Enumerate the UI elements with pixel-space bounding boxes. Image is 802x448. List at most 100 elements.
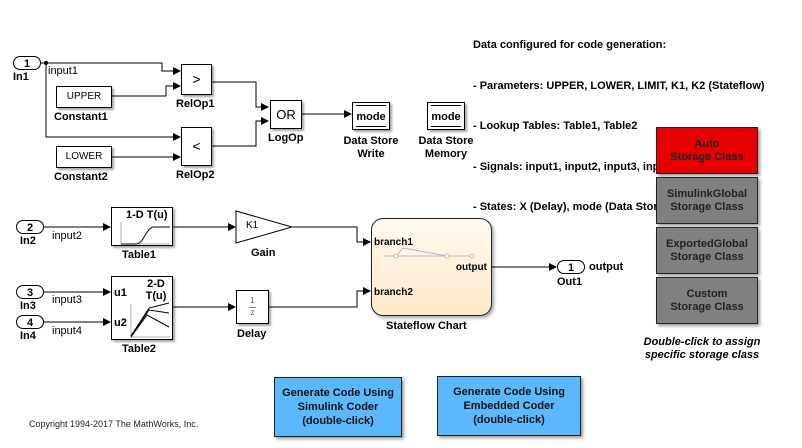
dsw-label-line2: Write (357, 148, 385, 160)
table1-block[interactable]: 1-D T(u) (111, 207, 173, 246)
delay-denominator: z (250, 308, 255, 317)
inport-in4-label: In4 (20, 330, 36, 342)
constant2-block[interactable]: LOWER (56, 146, 112, 168)
stateflow-diagram-icon (384, 247, 475, 259)
hint-line1: Double-click to assign (643, 336, 761, 348)
sc-line2: Storage Class (670, 300, 744, 313)
outport-out1[interactable]: 1 (557, 260, 585, 274)
signal-output-label: output (589, 261, 624, 273)
sc-line2: Storage Class (670, 200, 744, 213)
chart-port-branch2: branch2 (374, 287, 413, 298)
constant2-label: Constant2 (54, 171, 108, 183)
gen-line2: Simulink Coder (297, 401, 379, 413)
delay-label: Delay (237, 328, 267, 340)
wire-relop1-logop (212, 81, 269, 111)
datastore-write-block[interactable]: mode (352, 102, 390, 130)
gain-label: Gain (251, 247, 276, 259)
sc-line2: Storage Class (670, 250, 744, 263)
table2-title-line2: T(u) (145, 290, 167, 302)
delay-numerator: 1 (250, 296, 255, 305)
table2-title-line1: 2-D (147, 278, 165, 290)
copyright-text: Copyright 1994-2017 The MathWorks, Inc. (29, 419, 199, 429)
storage-class-simulinkglobal-button[interactable]: SimulinkGlobal Storage Class (656, 177, 758, 224)
inport-in3-label: In3 (20, 300, 36, 312)
storage-class-hint: Double-click to assign specific storage … (622, 336, 782, 362)
signal-input3-label: input3 (52, 294, 82, 306)
inport-in2-label: In2 (20, 235, 36, 247)
relop2-block[interactable]: < (181, 127, 212, 166)
gen-line1: Generate Code Using (453, 386, 565, 398)
signal-input2-label: input2 (52, 230, 82, 242)
wire-delay-branch2 (269, 287, 371, 308)
sc-line2: Storage Class (670, 150, 744, 163)
delay-block[interactable]: 1 z (236, 290, 269, 324)
notes-line: - Lookup Tables: Table1, Table2 (473, 120, 638, 132)
notes-line: - Parameters: UPPER, LOWER, LIMIT, K1, K… (473, 79, 765, 92)
dsm-label-line1: Data Store (418, 135, 474, 147)
table2-block[interactable]: 2-D T(u) u1 u2 (111, 276, 173, 340)
gen-line3: (double-click) (473, 414, 545, 426)
chart-port-output: output (455, 262, 487, 273)
signal-input1-label: input1 (48, 65, 78, 77)
notes-title: Data configured for code generation: (473, 39, 667, 51)
table1-label: Table1 (122, 249, 157, 261)
storage-class-auto-button[interactable]: Auto Storage Class (656, 127, 758, 174)
relop2-label: RelOp2 (176, 169, 215, 181)
ds-bar-bottom (356, 126, 386, 127)
constant1-label: Constant1 (54, 111, 108, 123)
signal-input4-label: input4 (52, 325, 82, 337)
hint-line2: specific storage class (644, 349, 760, 361)
relop1-label: RelOp1 (176, 98, 215, 110)
storage-class-custom-button[interactable]: Custom Storage Class (656, 277, 758, 324)
inport-in3[interactable]: 3 (16, 285, 44, 299)
sc-line1: Custom (686, 287, 728, 300)
ds-bar-top (356, 105, 386, 106)
constant1-block[interactable]: UPPER (56, 86, 112, 108)
wire-gain-branch1 (293, 226, 371, 246)
sc-line1: Auto (694, 137, 720, 150)
ds-bar-bottom (431, 126, 461, 127)
lookup-1d-icon (120, 222, 170, 245)
dsw-label-line1: Data Store (343, 135, 399, 147)
chart-port-branch1: branch1 (374, 237, 413, 248)
delay-fraction-bar (249, 307, 256, 308)
outport-out1-label: Out1 (557, 276, 583, 288)
table2-label: Table2 (122, 343, 157, 355)
wire-in1-relop1 (41, 62, 181, 75)
datastore-write-label: Data Store Write (340, 135, 402, 161)
logop-block[interactable]: OR (270, 100, 302, 129)
sc-line1: SimulinkGlobal (666, 187, 748, 200)
sc-line1: ExportedGlobal (666, 237, 748, 250)
stateflow-chart-label: Stateflow Chart (386, 320, 467, 332)
gen-line1: Generate Code Using (282, 387, 394, 399)
inport-in2[interactable]: 2 (16, 220, 44, 234)
datastore-write-variable: mode (356, 111, 386, 123)
table2-title: 2-D T(u) (140, 278, 172, 302)
wire-const1-relop1 (112, 82, 181, 97)
stateflow-chart-block[interactable]: branch1 branch2 output (371, 218, 492, 316)
inport-in1-label: In1 (13, 71, 29, 83)
inport-in1[interactable]: 1 (13, 56, 41, 70)
gen-line2: Embedded Coder (463, 400, 555, 412)
datastore-memory-variable: mode (431, 111, 461, 123)
branch-point (44, 61, 48, 65)
wire-relop2-logop (212, 117, 269, 147)
storage-class-exportedglobal-button[interactable]: ExportedGlobal Storage Class (656, 227, 758, 274)
generate-embedded-coder-button[interactable]: Generate Code Using Embedded Coder (doub… (437, 376, 581, 436)
datastore-memory-label: Data Store Memory (415, 135, 477, 161)
table1-title: 1-D T(u) (126, 209, 168, 221)
logop-label: LogOp (268, 132, 304, 144)
inport-in4[interactable]: 4 (16, 315, 44, 329)
gain-value: K1 (246, 220, 259, 231)
gen-line3: (double-click) (302, 415, 374, 427)
wire-in1-relop2 (45, 63, 181, 141)
ds-bar-top (431, 105, 461, 106)
relop1-block[interactable]: > (181, 64, 212, 95)
datastore-memory-block[interactable]: mode (427, 102, 465, 130)
gain-block[interactable] (235, 210, 295, 244)
lookup-2d-icon (130, 302, 170, 338)
generate-simulink-coder-button[interactable]: Generate Code Using Simulink Coder (doub… (274, 377, 402, 437)
table2-port-u1: u1 (114, 287, 127, 299)
table2-port-u2: u2 (114, 317, 127, 329)
